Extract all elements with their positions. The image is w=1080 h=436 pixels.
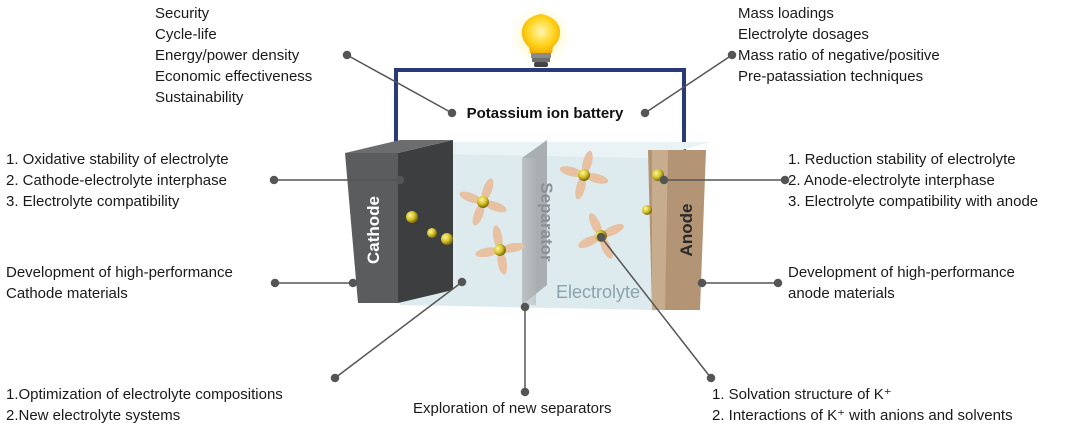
cathode-materials-annotation: Development of high-performance Cathode … xyxy=(6,262,233,304)
annotation-line: anode materials xyxy=(788,285,895,302)
solvated-k-ion xyxy=(471,221,529,279)
k-ion xyxy=(441,233,453,245)
leader-line xyxy=(269,175,405,185)
leader-line xyxy=(697,278,783,288)
solvation-annotation: 1. Solvation structure of K⁺ 2. Interact… xyxy=(712,384,1013,426)
leader-line xyxy=(596,232,716,383)
separator-label: Separator xyxy=(537,182,556,262)
annotation-line: Mass ratio of negative/positive xyxy=(738,47,940,64)
anode-electrode xyxy=(648,150,706,310)
k-ion xyxy=(642,205,652,215)
cathode-label: Cathode xyxy=(364,196,383,264)
annotation-line: Development of high-performance xyxy=(6,264,233,281)
annotation-line: Mass loadings xyxy=(738,5,834,22)
anode-interface-annotation: 1. Reduction stability of electrolyte 2.… xyxy=(788,149,1038,212)
cathode-electrode xyxy=(345,140,453,303)
annotation-line: 3. Electrolyte compatibility xyxy=(6,193,180,210)
annotation-line: Economic effectiveness xyxy=(155,68,313,85)
annotation-line: Pre-patassiation techniques xyxy=(738,68,924,85)
leader-line xyxy=(520,302,530,397)
top-left-annotation: Security Cycle-life Energy/power density… xyxy=(155,3,312,108)
top-right-annotation: Mass loadings Electrolyte dosages Mass r… xyxy=(738,3,940,87)
anode-label: Anode xyxy=(677,204,696,257)
leader-line xyxy=(270,278,358,288)
annotation-line: 2.New electrolyte systems xyxy=(6,407,181,424)
annotation-line: Exploration of new separators xyxy=(413,400,612,417)
k-ion xyxy=(427,228,437,238)
electrolyte-label: Electrolyte xyxy=(556,282,640,302)
circuit-wire xyxy=(394,68,686,155)
annotation-line: Cathode materials xyxy=(6,285,128,302)
k-ion xyxy=(406,211,418,223)
annotation-line: 2. Interactions of K⁺ with anions and so… xyxy=(712,407,1013,424)
annotation-line: Security xyxy=(155,5,210,22)
leader-line xyxy=(342,50,457,118)
title-label: Potassium ion battery xyxy=(467,105,624,122)
leader-line xyxy=(640,50,737,118)
electrolyte-annotation: 1.Optimization of electrolyte compositio… xyxy=(6,384,283,426)
solvated-k-ion xyxy=(553,144,615,206)
annotation-line: 1. Solvation structure of K⁺ xyxy=(712,386,892,403)
cathode-interface-annotation: 1. Oxidative stability of electrolyte 2.… xyxy=(6,149,229,212)
annotation-line: 3. Electrolyte compatibility with anode xyxy=(788,193,1039,210)
separator-annotation: Exploration of new separators xyxy=(413,398,611,419)
solvated-k-ion xyxy=(450,169,516,235)
annotation-line: 1. Reduction stability of electrolyte xyxy=(788,151,1016,168)
annotation-line: 1. Oxidative stability of electrolyte xyxy=(6,151,229,168)
separator xyxy=(522,140,547,305)
annotation-line: Energy/power density xyxy=(155,47,300,64)
annotation-line: 2. Anode-electrolyte interphase xyxy=(788,172,995,189)
leader-line xyxy=(659,175,790,185)
annotation-line: Electrolyte dosages xyxy=(738,26,869,43)
leader-line xyxy=(330,277,467,383)
annotation-line: 2. Cathode-electrolyte interphase xyxy=(6,172,227,189)
annotation-line: Cycle-life xyxy=(155,26,217,43)
annotation-line: 1.Optimization of electrolyte compositio… xyxy=(6,386,283,403)
anode-materials-annotation: Development of high-performance anode ma… xyxy=(788,262,1015,304)
light-bulb-icon xyxy=(511,6,571,67)
annotation-line: Sustainability xyxy=(155,89,244,106)
annotation-line: Development of high-performance xyxy=(788,264,1015,281)
